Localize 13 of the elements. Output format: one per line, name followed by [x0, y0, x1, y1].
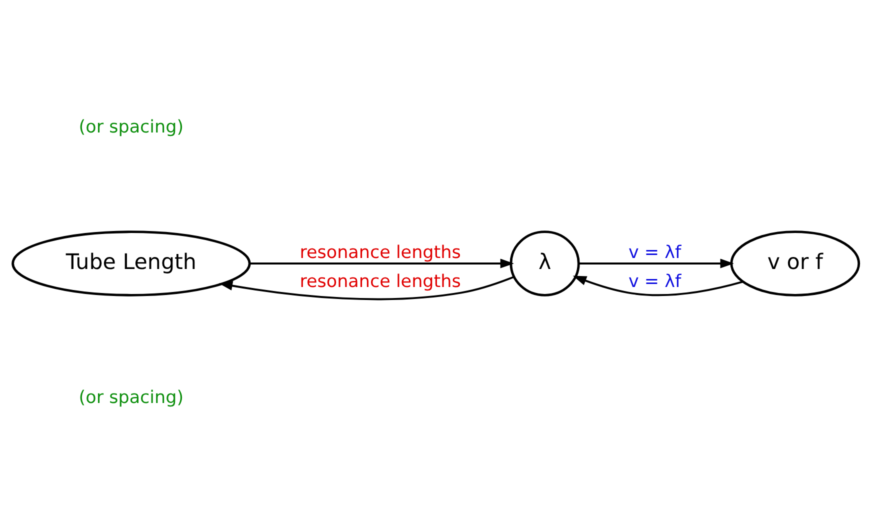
- arrow: [250, 258, 514, 268]
- edge-label: v = λf: [628, 242, 682, 263]
- label: (or spacing): [78, 117, 184, 138]
- arrow: [578, 258, 734, 268]
- edge-label: resonance lengths: [300, 272, 461, 292]
- node-circle: λ: [510, 230, 580, 296]
- node-ellipse: Tube Length: [12, 230, 251, 296]
- edge-label: v = λf: [628, 272, 682, 292]
- edge-label: resonance lengths: [300, 242, 461, 263]
- label: (or spacing): [78, 387, 184, 408]
- arrow: [218, 275, 514, 300]
- node-ellipse: v or f: [730, 230, 860, 296]
- arrow: [572, 275, 743, 296]
